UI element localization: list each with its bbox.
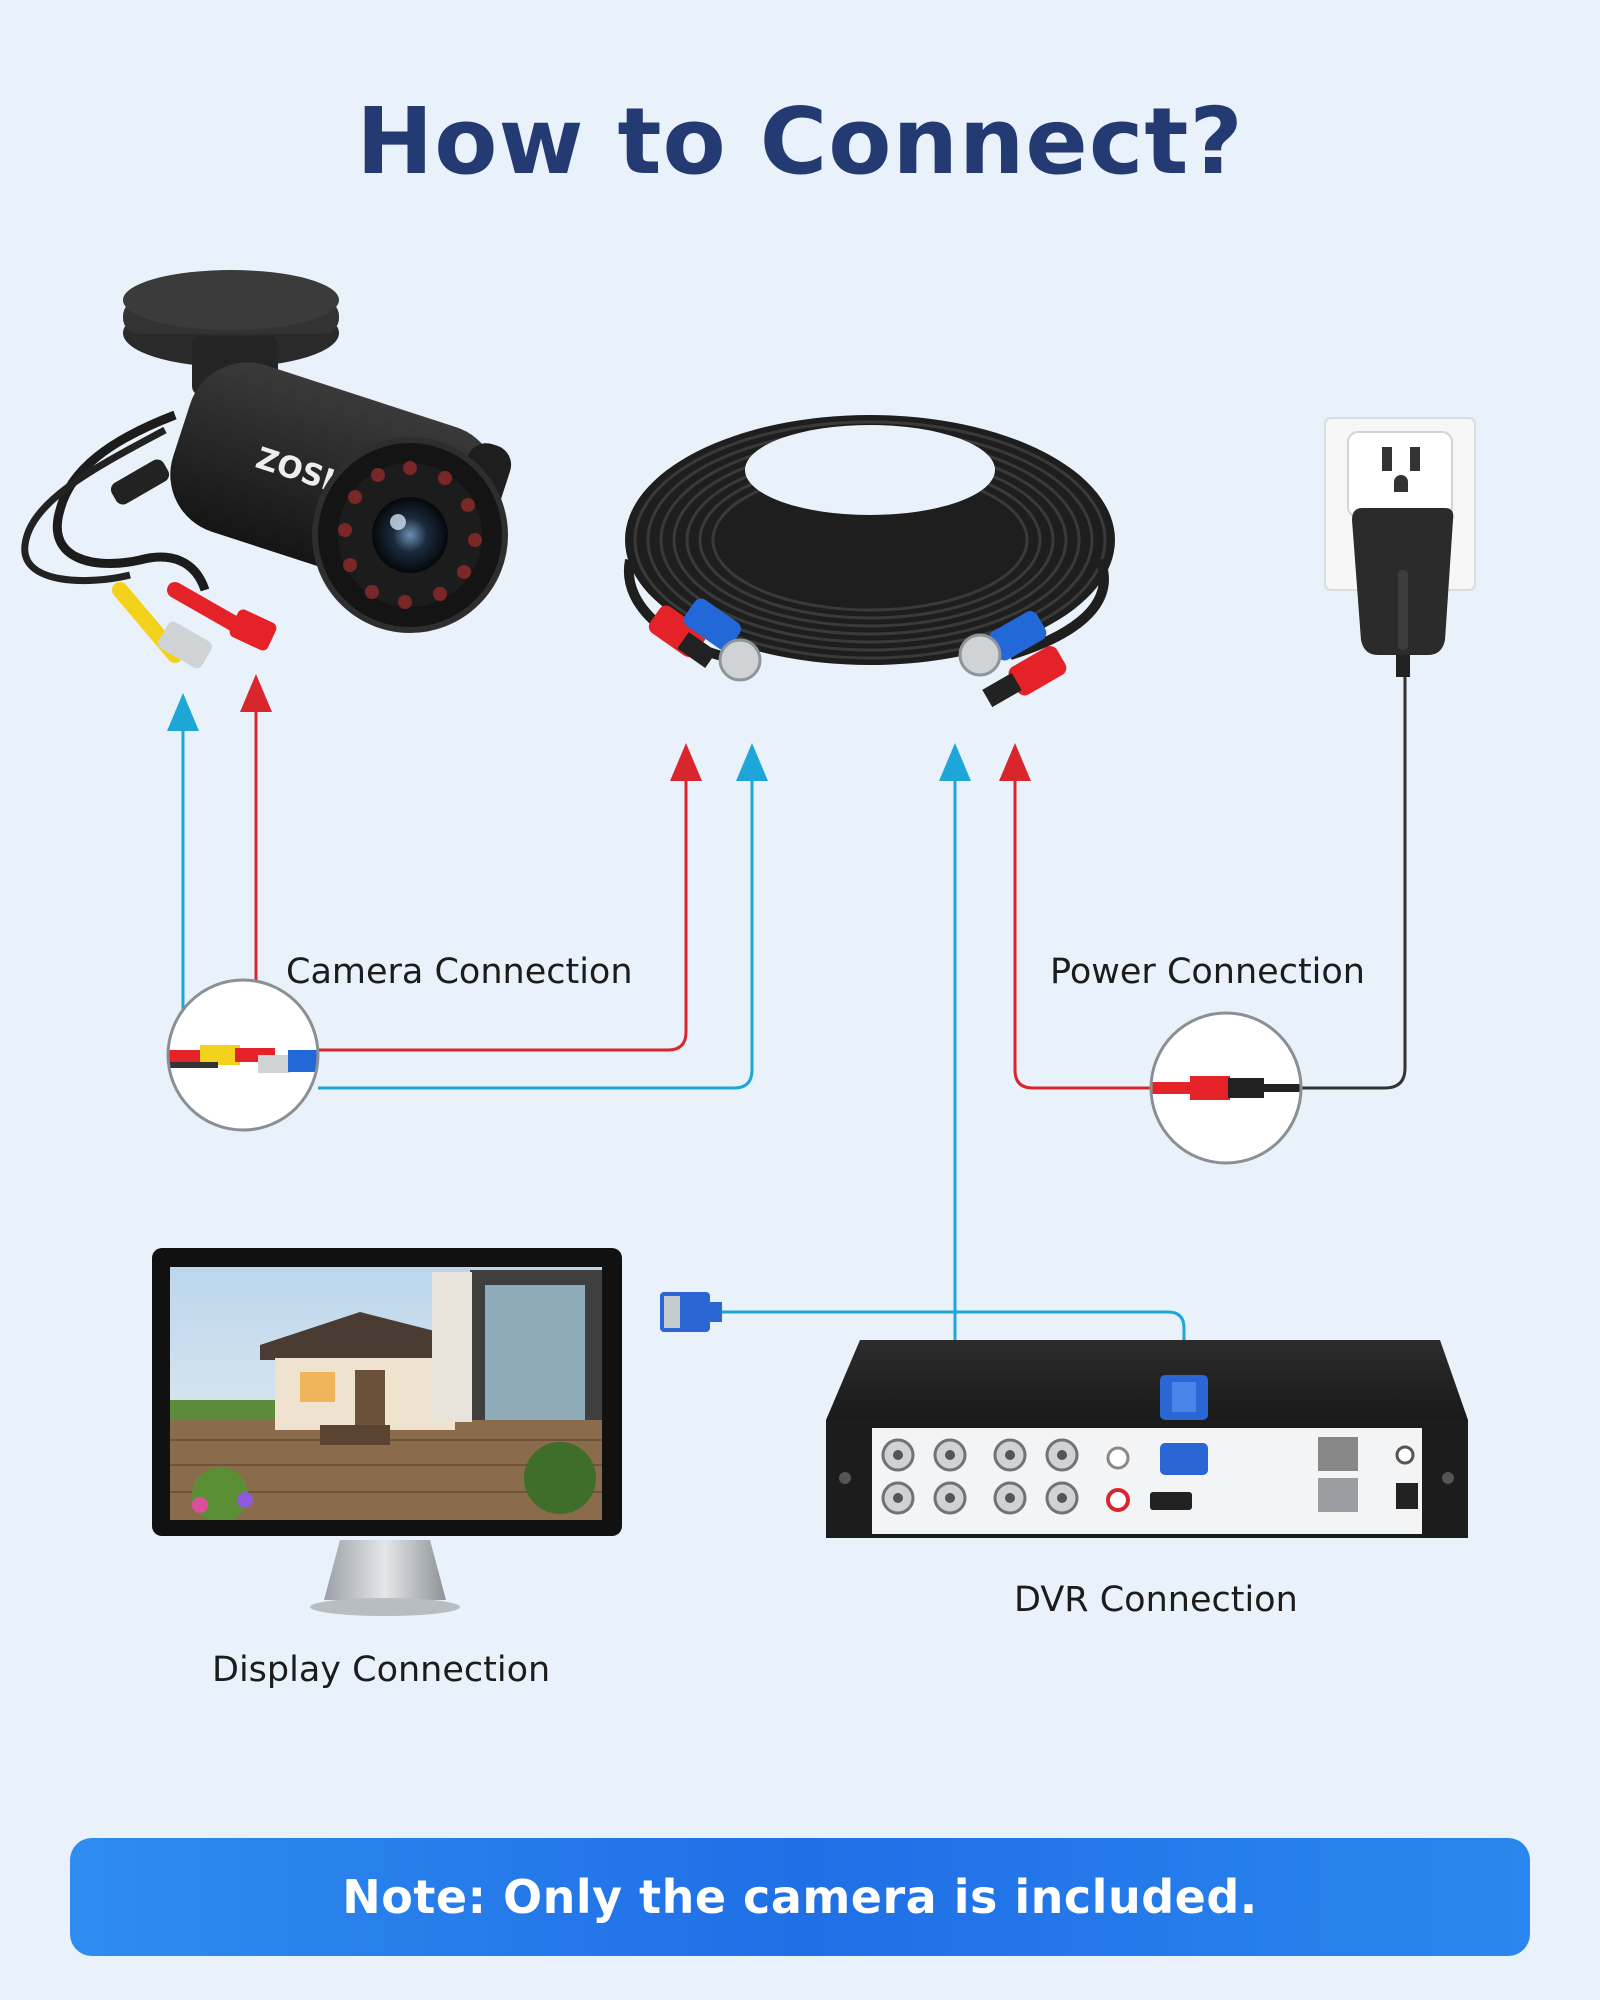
connection-arrows <box>167 674 1031 781</box>
camera-icon: ZOSI <box>21 270 512 669</box>
dvr-icon <box>826 1340 1468 1538</box>
display-connection-label: Display Connection <box>212 1650 551 1690</box>
power-adapter-icon <box>1324 417 1476 677</box>
monitor-icon <box>152 1248 622 1616</box>
power-connection-label: Power Connection <box>1050 952 1365 992</box>
note-banner: Note: Only the camera is included. <box>70 1838 1530 1956</box>
vga-connector-icon <box>1160 1375 1208 1420</box>
page-title: How to Connect? <box>356 88 1244 195</box>
zoom-magnifier-icon <box>1149 1011 1303 1165</box>
cable-coil-icon <box>623 415 1115 708</box>
vga-connector-icon <box>660 1292 722 1332</box>
camera-connection-label: Camera Connection <box>286 952 633 992</box>
note-text: Note: Only the camera is included. <box>342 1870 1258 1924</box>
dvr-connection-label: DVR Connection <box>1014 1580 1298 1620</box>
zoom-magnifier-icon <box>166 978 320 1132</box>
